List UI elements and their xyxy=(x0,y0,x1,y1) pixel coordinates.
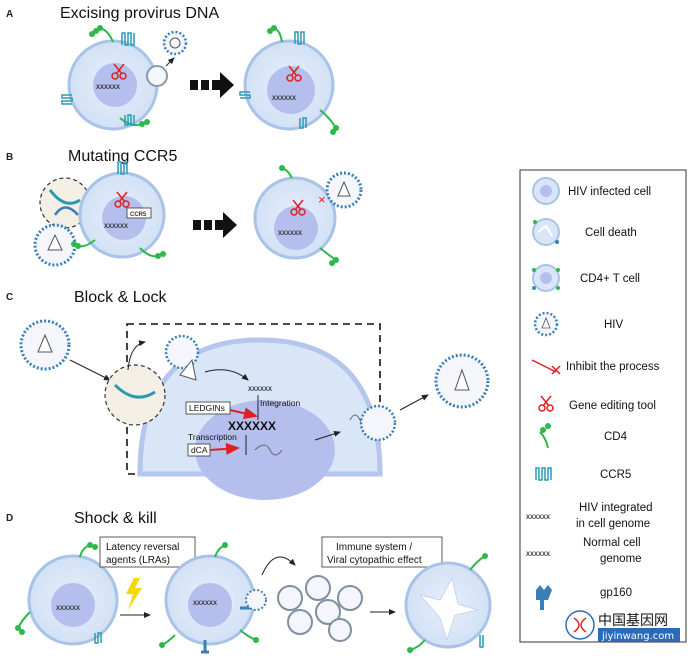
dca-label[interactable]: dCA xyxy=(191,445,208,455)
legend-label: CD4+ T cell xyxy=(580,273,640,285)
ledgins-label[interactable]: LEDGINs xyxy=(189,403,225,413)
hiv-virion-c3 xyxy=(359,404,397,442)
panel-b-letter: B xyxy=(6,152,13,163)
panel-c-letter: C xyxy=(6,292,13,303)
ccr5-tag-label: CCR5 xyxy=(130,212,147,218)
immune-label-line2: Viral cytopathic effect xyxy=(327,555,422,566)
dna-glyph-d1: XXXXXX xyxy=(56,606,80,612)
infected-cell-d1: XXXXXX xyxy=(15,542,119,646)
panel-d-title: Shock & kill xyxy=(74,510,157,527)
big-arrow-a xyxy=(190,72,234,98)
zoom-circle-c xyxy=(104,364,166,426)
hiv-virion-c4 xyxy=(434,353,490,409)
hiv-virion-c1 xyxy=(19,319,71,371)
lra-label-line1: Latency reversal xyxy=(106,542,179,553)
legend-label: CD4 xyxy=(604,431,628,443)
infected-cell-b1: XXXXXX CCR5 xyxy=(71,161,166,259)
watermark-line1: 中国基因网 xyxy=(598,612,668,629)
legend-label: CCR5 xyxy=(600,469,631,481)
activated-cell-d2: XXXXXX xyxy=(159,542,259,654)
dna-glyph-c-top: XXXXXX xyxy=(248,387,272,393)
nucleus-c xyxy=(195,400,335,500)
legend-item-cell-death: Cell death xyxy=(532,218,637,246)
panel-a-title: Excising provirus DNA xyxy=(60,5,219,22)
normal-genome-icon: XXXXXX xyxy=(526,552,550,558)
legend: HIV infected cell Cell death CD4+ T cell xyxy=(519,169,687,643)
lightning-icon xyxy=(126,578,142,610)
legend-item-normal: XXXXXX Normal cell genome xyxy=(526,537,642,565)
panel-a: A Excising provirus DNA XXXXXX xyxy=(6,5,339,135)
dna-glyph-b2: XXXXXX xyxy=(278,231,302,237)
inhibit-arrow-icon xyxy=(531,359,561,375)
hiv-virion-d1 xyxy=(245,589,267,611)
protected-cell-b2: XXXXXX × xyxy=(253,165,339,266)
legend-label-line2: genome xyxy=(600,553,642,565)
dying-cell-d3 xyxy=(404,553,492,653)
cd4-t-cell-icon xyxy=(532,264,560,292)
big-arrow-b xyxy=(193,212,237,238)
legend-item-ccr5: CCR5 xyxy=(535,467,631,481)
watermark-logo-icon xyxy=(565,610,595,640)
inhibit-x: × xyxy=(318,192,326,207)
legend-label: HIV infected cell xyxy=(568,186,651,198)
panel-b-title: Mutating CCR5 xyxy=(68,148,177,165)
watermark: 中国基因网 jiyinwang.com xyxy=(565,610,680,642)
infected-cell-a1: XXXXXX xyxy=(61,25,159,131)
hiv-infected-cell-icon xyxy=(532,177,560,205)
hiv-virion-b1 xyxy=(33,223,77,267)
hiv-virion-c2 xyxy=(164,334,200,370)
hiv-virion-b2 xyxy=(325,171,363,209)
legend-item-hiv: HIV xyxy=(533,311,624,337)
gp160-icon xyxy=(536,585,552,610)
legend-label: Gene editing tool xyxy=(569,400,656,412)
panel-c: C Block & Lock XXXXXX Integration LEDGIN… xyxy=(6,289,490,500)
cd4-receptor-icon xyxy=(539,423,551,449)
legend-label-line1: Normal cell xyxy=(583,537,641,549)
scissors-icon xyxy=(111,63,127,80)
scissors-icon xyxy=(538,395,554,412)
legend-item-cd4-t-cell: CD4+ T cell xyxy=(532,264,640,292)
dna-glyph-d2: XXXXXX xyxy=(193,601,217,607)
ccr5-receptor-icon xyxy=(535,467,552,481)
legend-label-line1: HIV integrated xyxy=(579,502,653,514)
legend-label: gp160 xyxy=(600,587,632,599)
panel-d: D Shock & kill XXXXXX Latency reversal a… xyxy=(6,510,492,654)
dna-glyph-a1: XXXXXX xyxy=(96,85,120,91)
legend-label: Inhibit the process xyxy=(566,361,660,373)
virion-a-small xyxy=(146,30,188,87)
hiv-virion-icon xyxy=(533,311,559,337)
legend-item-hiv-infected-cell: HIV infected cell xyxy=(532,177,651,205)
legend-item-inhibit: Inhibit the process xyxy=(531,359,660,375)
transcription-label: Transcription xyxy=(188,432,237,442)
panel-d-letter: D xyxy=(6,513,13,524)
dna-glyph-b1: XXXXXX xyxy=(104,224,128,230)
integration-label: Integration xyxy=(260,398,300,408)
scissors-icon xyxy=(114,191,130,208)
scissors-icon xyxy=(290,199,306,216)
legend-item-gene-editing: Gene editing tool xyxy=(538,395,656,412)
legend-item-gp160: gp160 xyxy=(536,585,632,610)
dna-glyph-c-main: XXXXXX xyxy=(228,419,276,433)
virion-cluster-d xyxy=(277,575,363,642)
scissors-icon xyxy=(286,65,302,82)
panel-b: B Mutating CCR5 XXXXXX CCR5 xyxy=(6,148,363,267)
legend-item-cd4: CD4 xyxy=(539,423,628,449)
panel-a-letter: A xyxy=(6,9,13,20)
lra-label-line2: agents (LRAs) xyxy=(106,555,170,566)
cured-cell-a2: XXXXXX xyxy=(239,25,339,135)
watermark-line2: jiyinwang.com xyxy=(601,631,674,642)
legend-label: Cell death xyxy=(585,227,637,239)
legend-label: HIV xyxy=(604,319,624,331)
panel-c-title: Block & Lock xyxy=(74,289,167,306)
ccr5-tag xyxy=(126,207,152,219)
dna-glyph-a2: XXXXXX xyxy=(272,96,296,102)
legend-item-integrated: XXXXXX HIV integrated in cell genome xyxy=(526,502,653,530)
integrated-genome-icon: XXXXXX xyxy=(526,515,550,521)
cell-death-icon xyxy=(532,218,560,246)
immune-label-line1: Immune system / xyxy=(336,542,412,553)
legend-label-line2: in cell genome xyxy=(576,518,650,530)
